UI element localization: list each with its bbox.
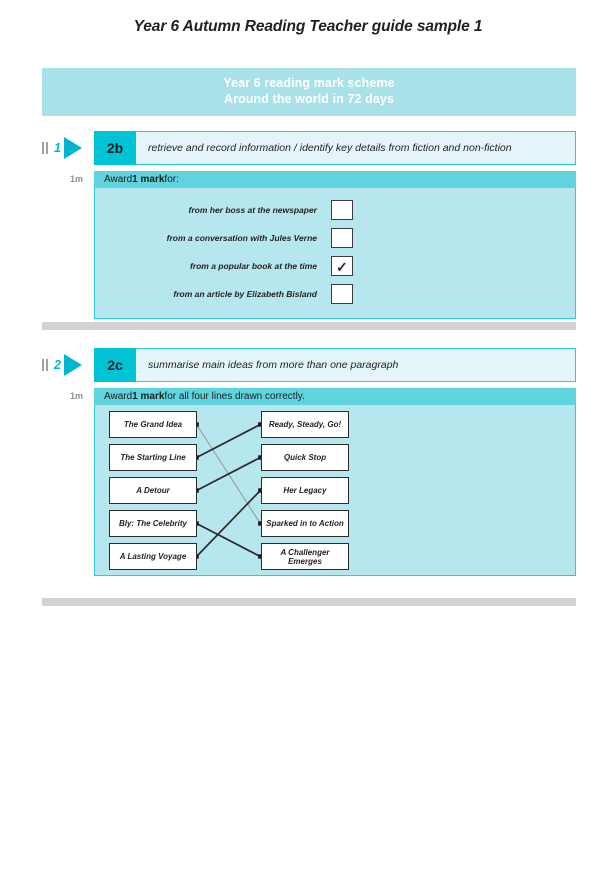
award-prefix-2: Award <box>104 391 133 402</box>
marks-label-1: 1m <box>70 174 84 184</box>
option-label: from her boss at the newspaper <box>188 205 317 215</box>
match-right-item[interactable]: Sparked in to Action <box>261 510 349 537</box>
question-number-2: 2 <box>54 358 61 372</box>
matching-diagram: The Grand Idea The Starting Line A Detou… <box>95 405 575 575</box>
award-bar-1: Award 1 mark for: <box>94 171 576 188</box>
connection-line <box>196 423 261 459</box>
award-section-2: 1m Award 1 mark for all four lines drawn… <box>42 388 576 576</box>
option-label: from an article by Elizabeth Bisland <box>173 289 317 299</box>
banner-line-2: Around the world in 72 days <box>223 92 395 106</box>
award-bold-2: 1 mark <box>132 391 165 402</box>
option-row[interactable]: from an article by Elizabeth Bisland <box>95 280 575 308</box>
question-number-1: 1 <box>54 141 61 155</box>
match-left-item[interactable]: The Starting Line <box>109 444 197 471</box>
content-domain-descriptor-1: retrieve and record information / identi… <box>136 131 576 165</box>
arrow-right-icon <box>63 354 82 376</box>
answer-body-2: The Grand Idea The Starting Line A Detou… <box>94 405 576 576</box>
option-label: from a popular book at the time <box>189 261 317 271</box>
question-header-row-1: 1 2b retrieve and record information / i… <box>42 131 576 165</box>
page-title: Year 6 Autumn Reading Teacher guide samp… <box>133 18 483 35</box>
connection-line <box>196 456 261 492</box>
award-suffix-2: for all four lines drawn correctly. <box>164 391 305 402</box>
tick-icon: ✓ <box>336 259 348 275</box>
award-bold-1: 1 mark <box>132 174 165 185</box>
connection-line <box>196 522 261 558</box>
marks-label-2: 1m <box>70 391 84 401</box>
connection-nodes <box>194 422 263 559</box>
content-domain-descriptor-2: summarise main ideas from more than one … <box>136 348 576 382</box>
award-suffix-1: for: <box>164 174 179 185</box>
option-checkbox[interactable] <box>331 228 353 248</box>
answer-body-1: from her boss at the newspaper from a co… <box>94 188 576 319</box>
question-header-row-2: 2 2c summarise main ideas from more than… <box>42 348 576 382</box>
option-checkbox[interactable] <box>331 200 353 220</box>
mark-scheme-banner: Year 6 reading mark scheme Around the wo… <box>42 68 576 116</box>
option-label: from a conversation with Jules Verne <box>166 233 317 243</box>
match-left-item[interactable]: The Grand Idea <box>109 411 197 438</box>
question-block-2: 2 2c summarise main ideas from more than… <box>0 348 616 576</box>
match-left-item[interactable]: Bly: The Celebrity <box>109 510 197 537</box>
content-domain-code-2: 2c <box>94 348 136 382</box>
award-bar-2: Award 1 mark for all four lines drawn co… <box>94 388 576 405</box>
connection-line <box>196 424 261 524</box>
pause-bars-icon <box>42 359 51 371</box>
match-right-item[interactable]: Quick Stop <box>261 444 349 471</box>
match-right-item[interactable]: Her Legacy <box>261 477 349 504</box>
pause-bars-icon <box>42 142 51 154</box>
match-right-item[interactable]: A Challenger Emerges <box>261 543 349 570</box>
connection-lines <box>195 423 261 558</box>
arrow-right-icon <box>63 137 82 159</box>
match-left-item[interactable]: A Lasting Voyage <box>109 543 197 570</box>
question-marker-2: 2 <box>42 348 94 382</box>
question-marker-1: 1 <box>42 131 94 165</box>
option-row[interactable]: from a popular book at the time ✓ <box>95 252 575 280</box>
section-separator-1 <box>42 322 576 330</box>
option-row[interactable]: from a conversation with Jules Verne <box>95 224 575 252</box>
section-separator-2 <box>42 598 576 606</box>
connection-line <box>195 489 261 558</box>
question-block-1: 1 2b retrieve and record information / i… <box>0 131 616 319</box>
content-domain-code-1: 2b <box>94 131 136 165</box>
option-checkbox[interactable] <box>331 284 353 304</box>
option-row[interactable]: from her boss at the newspaper <box>95 196 575 224</box>
banner-line-1: Year 6 reading mark scheme <box>223 76 395 91</box>
award-section-1: 1m Award 1 mark for: from her boss at th… <box>42 171 576 319</box>
award-prefix-1: Award <box>104 174 133 185</box>
match-right-item[interactable]: Ready, Steady, Go! <box>261 411 349 438</box>
option-checkbox-checked[interactable]: ✓ <box>331 256 353 276</box>
match-left-item[interactable]: A Detour <box>109 477 197 504</box>
